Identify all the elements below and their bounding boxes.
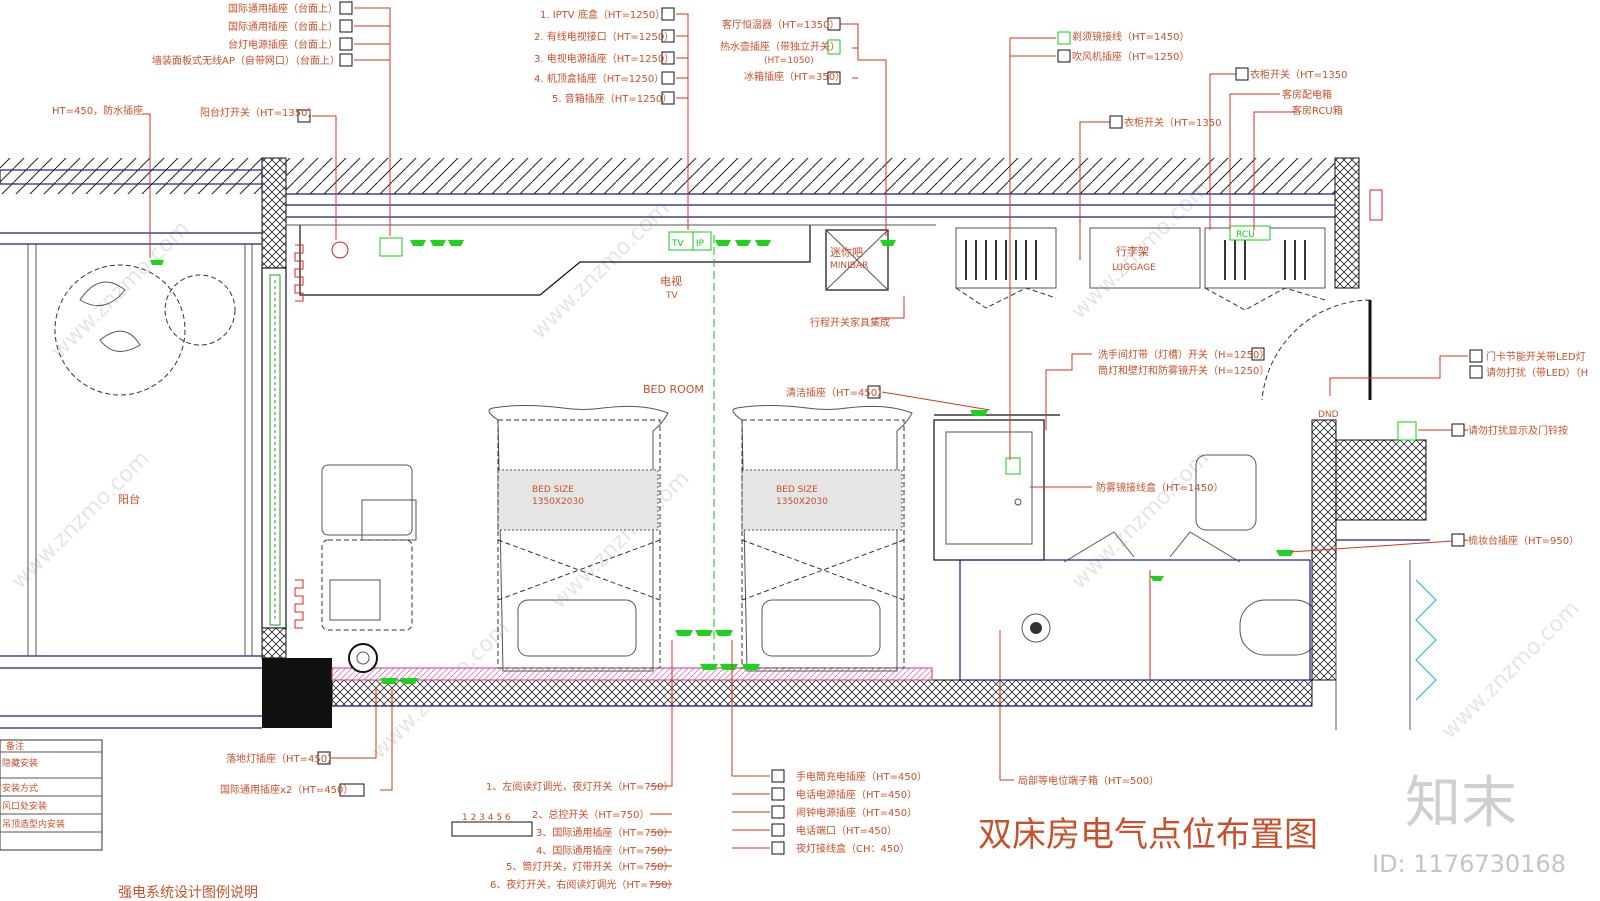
label-downlight: 筒灯和壁灯和防雾镜开关（H=1250） <box>1098 364 1269 377</box>
bed-size-left: BED SIZE <box>532 485 574 495</box>
bed-dim-left: 1350X2030 <box>532 497 584 507</box>
minibar-label-en: MINIBAR <box>830 261 868 271</box>
label-room-rcu: 客房RCU箱 <box>1292 104 1343 117</box>
label-hairdryer: 吹风机插座（HT=1250） <box>1072 50 1189 63</box>
watermark-id: ID: 1176730168 <box>1372 850 1566 878</box>
tv-tag: TV <box>671 239 684 249</box>
label-phone-4: 电话端口（HT=450） <box>796 824 897 837</box>
label-intl-socket-1: 国际通用插座（台面上） <box>228 2 338 15</box>
legend-row-4: 吊顶造型内安装 <box>2 818 65 830</box>
legend-row-1: 隐藏安装 <box>2 757 38 769</box>
label-room-panel: 客房配电箱 <box>1282 88 1332 101</box>
label-desk-lamp: 台灯电源插座（台面上） <box>228 38 338 51</box>
label-equipotential: 局部等电位端子箱（HT=500） <box>1018 774 1159 787</box>
luggage-label-en: LUGGAGE <box>1112 263 1156 273</box>
exterior-wall-top <box>0 157 1360 289</box>
electrical-symbols: TV IP RCU <box>150 225 1417 684</box>
label-vanity-socket: 梳妆台插座（HT=950） <box>1468 534 1579 547</box>
svg-text:www.znzmo.com: www.znzmo.com <box>1067 446 1215 594</box>
ip-tag: IP <box>696 239 705 249</box>
svg-text:www.znzmo.com: www.znzmo.com <box>527 196 675 344</box>
balcony-area: 阳台 <box>0 232 332 729</box>
label-tv-2: 2. 有线电视接口（HT=1250） <box>534 30 674 43</box>
label-thermostat: 客厅恒温器（HT=1350） <box>722 18 839 31</box>
label-luggage-switch: 行程开关家具集成 <box>810 316 890 329</box>
label-cleaning-socket: 清洁插座（HT=450） <box>786 386 887 399</box>
luggage-label-cn: 行李架 <box>1116 244 1149 258</box>
label-tv-1: 1. IPTV 底盒（HT=1250） <box>540 8 665 21</box>
tv-label-en: TV <box>665 291 678 301</box>
bedroom-area: BED SIZE 1350X2030 BED SIZE 1350X2030 BE… <box>286 224 936 673</box>
interior-wall-bottom <box>331 667 1313 707</box>
label-phone-3: 闹钟电源插座（HT=450） <box>796 806 917 819</box>
drawing-title: 双床房电气点位布置图 <box>978 815 1318 855</box>
annotation-labels: 国际通用插座（台面上） 国际通用插座（台面上） 台灯电源插座（台面上） 墙装面板… <box>52 2 1588 891</box>
label-intl-socket-2: 国际通用插座（台面上） <box>228 20 338 33</box>
balcony-label: 阳台 <box>118 492 140 506</box>
leader-lines <box>142 7 1469 885</box>
label-tv-5: 5. 音箱插座（HT=1250） <box>552 92 672 105</box>
label-shaver: 剃须镜接线（HT=1450） <box>1072 30 1189 43</box>
label-bedside-6: 6、夜灯开关，右阅读灯调光（HT=750） <box>490 878 677 891</box>
label-bedside-nums: 1 2 3 4 5 6 <box>462 813 511 823</box>
label-tv-4: 4. 机顶盒插座（HT=1250） <box>534 72 664 85</box>
minibar-wardrobe-area: 迷你吧 MINIBAR 行李架 LUGGAGE DND <box>825 227 1372 420</box>
logo-watermark: 知末 ID: 1176730168 <box>1372 771 1566 878</box>
label-wardrobe-mid: 衣柜开关（HT=1350 <box>1124 116 1221 129</box>
bedroom-label: BED ROOM <box>643 383 704 396</box>
label-bedside-3: 3、国际通用插座（HT=750） <box>536 826 673 839</box>
tv-label-cn: 电视 <box>660 274 682 288</box>
bed-left <box>488 405 669 672</box>
label-phone-1: 手电筒充电插座（HT=450） <box>796 770 927 783</box>
legend-table: 备注 隐藏安装 安装方式 风口处安装 吊顶造型内安装 强电系统设计图例说明 <box>0 739 258 901</box>
label-phone-2: 电话电源插座（HT=450） <box>796 788 917 801</box>
label-bedside-5: 5、筒灯开关，灯带开关（HT=750） <box>506 860 673 873</box>
label-wireless-ap: 墙装面板式无线AP（自带网口）（台面上） <box>152 54 340 67</box>
label-bedside-4: 4、国际通用插座（HT=750） <box>536 844 673 857</box>
label-kettle-1: 热水壶插座（带独立开关） <box>720 40 840 53</box>
legend-row-2: 安装方式 <box>2 782 38 794</box>
svg-text:www.znzmo.com: www.znzmo.com <box>7 446 155 594</box>
label-symbols <box>297 1 1483 855</box>
label-waterproof-socket: HT=450，防水插座 <box>52 104 143 117</box>
label-card-switch: 门卡节能开关带LED灯 <box>1486 350 1586 363</box>
bed-dim-right: 1350X2030 <box>776 497 828 507</box>
label-intl-x2: 国际通用插座x2（HT=450） <box>220 783 353 796</box>
bed-right <box>732 405 913 672</box>
label-dnd-display: 请勿打扰显示及门铃按 <box>1468 424 1568 437</box>
label-dnd-switch: 请勿打扰（带LED）（H <box>1486 366 1588 379</box>
label-kettle-2: (HT=1050) <box>764 56 814 66</box>
label-phone-5: 夜灯接线盒（CH：450） <box>796 842 910 855</box>
label-fridge: 冰箱插座（HT=350） <box>744 70 845 83</box>
label-wash-strip: 洗手间灯带（灯槽）开关（H=1250） <box>1098 348 1269 361</box>
logo-text: 知末 <box>1405 771 1517 836</box>
bed-size-right: BED SIZE <box>776 485 818 495</box>
svg-text:www.znzmo.com: www.znzmo.com <box>47 216 195 364</box>
label-tv-3: 3. 电视电源插座（HT=1250） <box>534 52 674 65</box>
legend-head: 备注 <box>6 740 24 752</box>
label-wardrobe-right: 衣柜开关（HT=1350 <box>1250 68 1347 81</box>
label-bedside-2: 2、总控开关（HT=750） <box>532 808 649 821</box>
legend-row-3: 风口处安装 <box>2 800 47 812</box>
legend-caption: 强电系统设计图例说明 <box>118 885 258 901</box>
label-floor-lamp: 落地灯插座（HT=450） <box>226 752 337 765</box>
minibar-label-cn: 迷你吧 <box>830 246 863 259</box>
dnd-tag: DND <box>1318 410 1339 420</box>
svg-text:www.znzmo.com: www.znzmo.com <box>1437 596 1585 744</box>
label-antifog: 防雾镜接线盒（HT=1450） <box>1096 481 1223 494</box>
label-balcony-switch: 阳台灯开关（HT=1350） <box>200 106 317 119</box>
label-bedside-1: 1、左阅读灯调光，夜灯开关（HT=750） <box>486 780 673 793</box>
rcu-tag: RCU <box>1236 230 1255 240</box>
